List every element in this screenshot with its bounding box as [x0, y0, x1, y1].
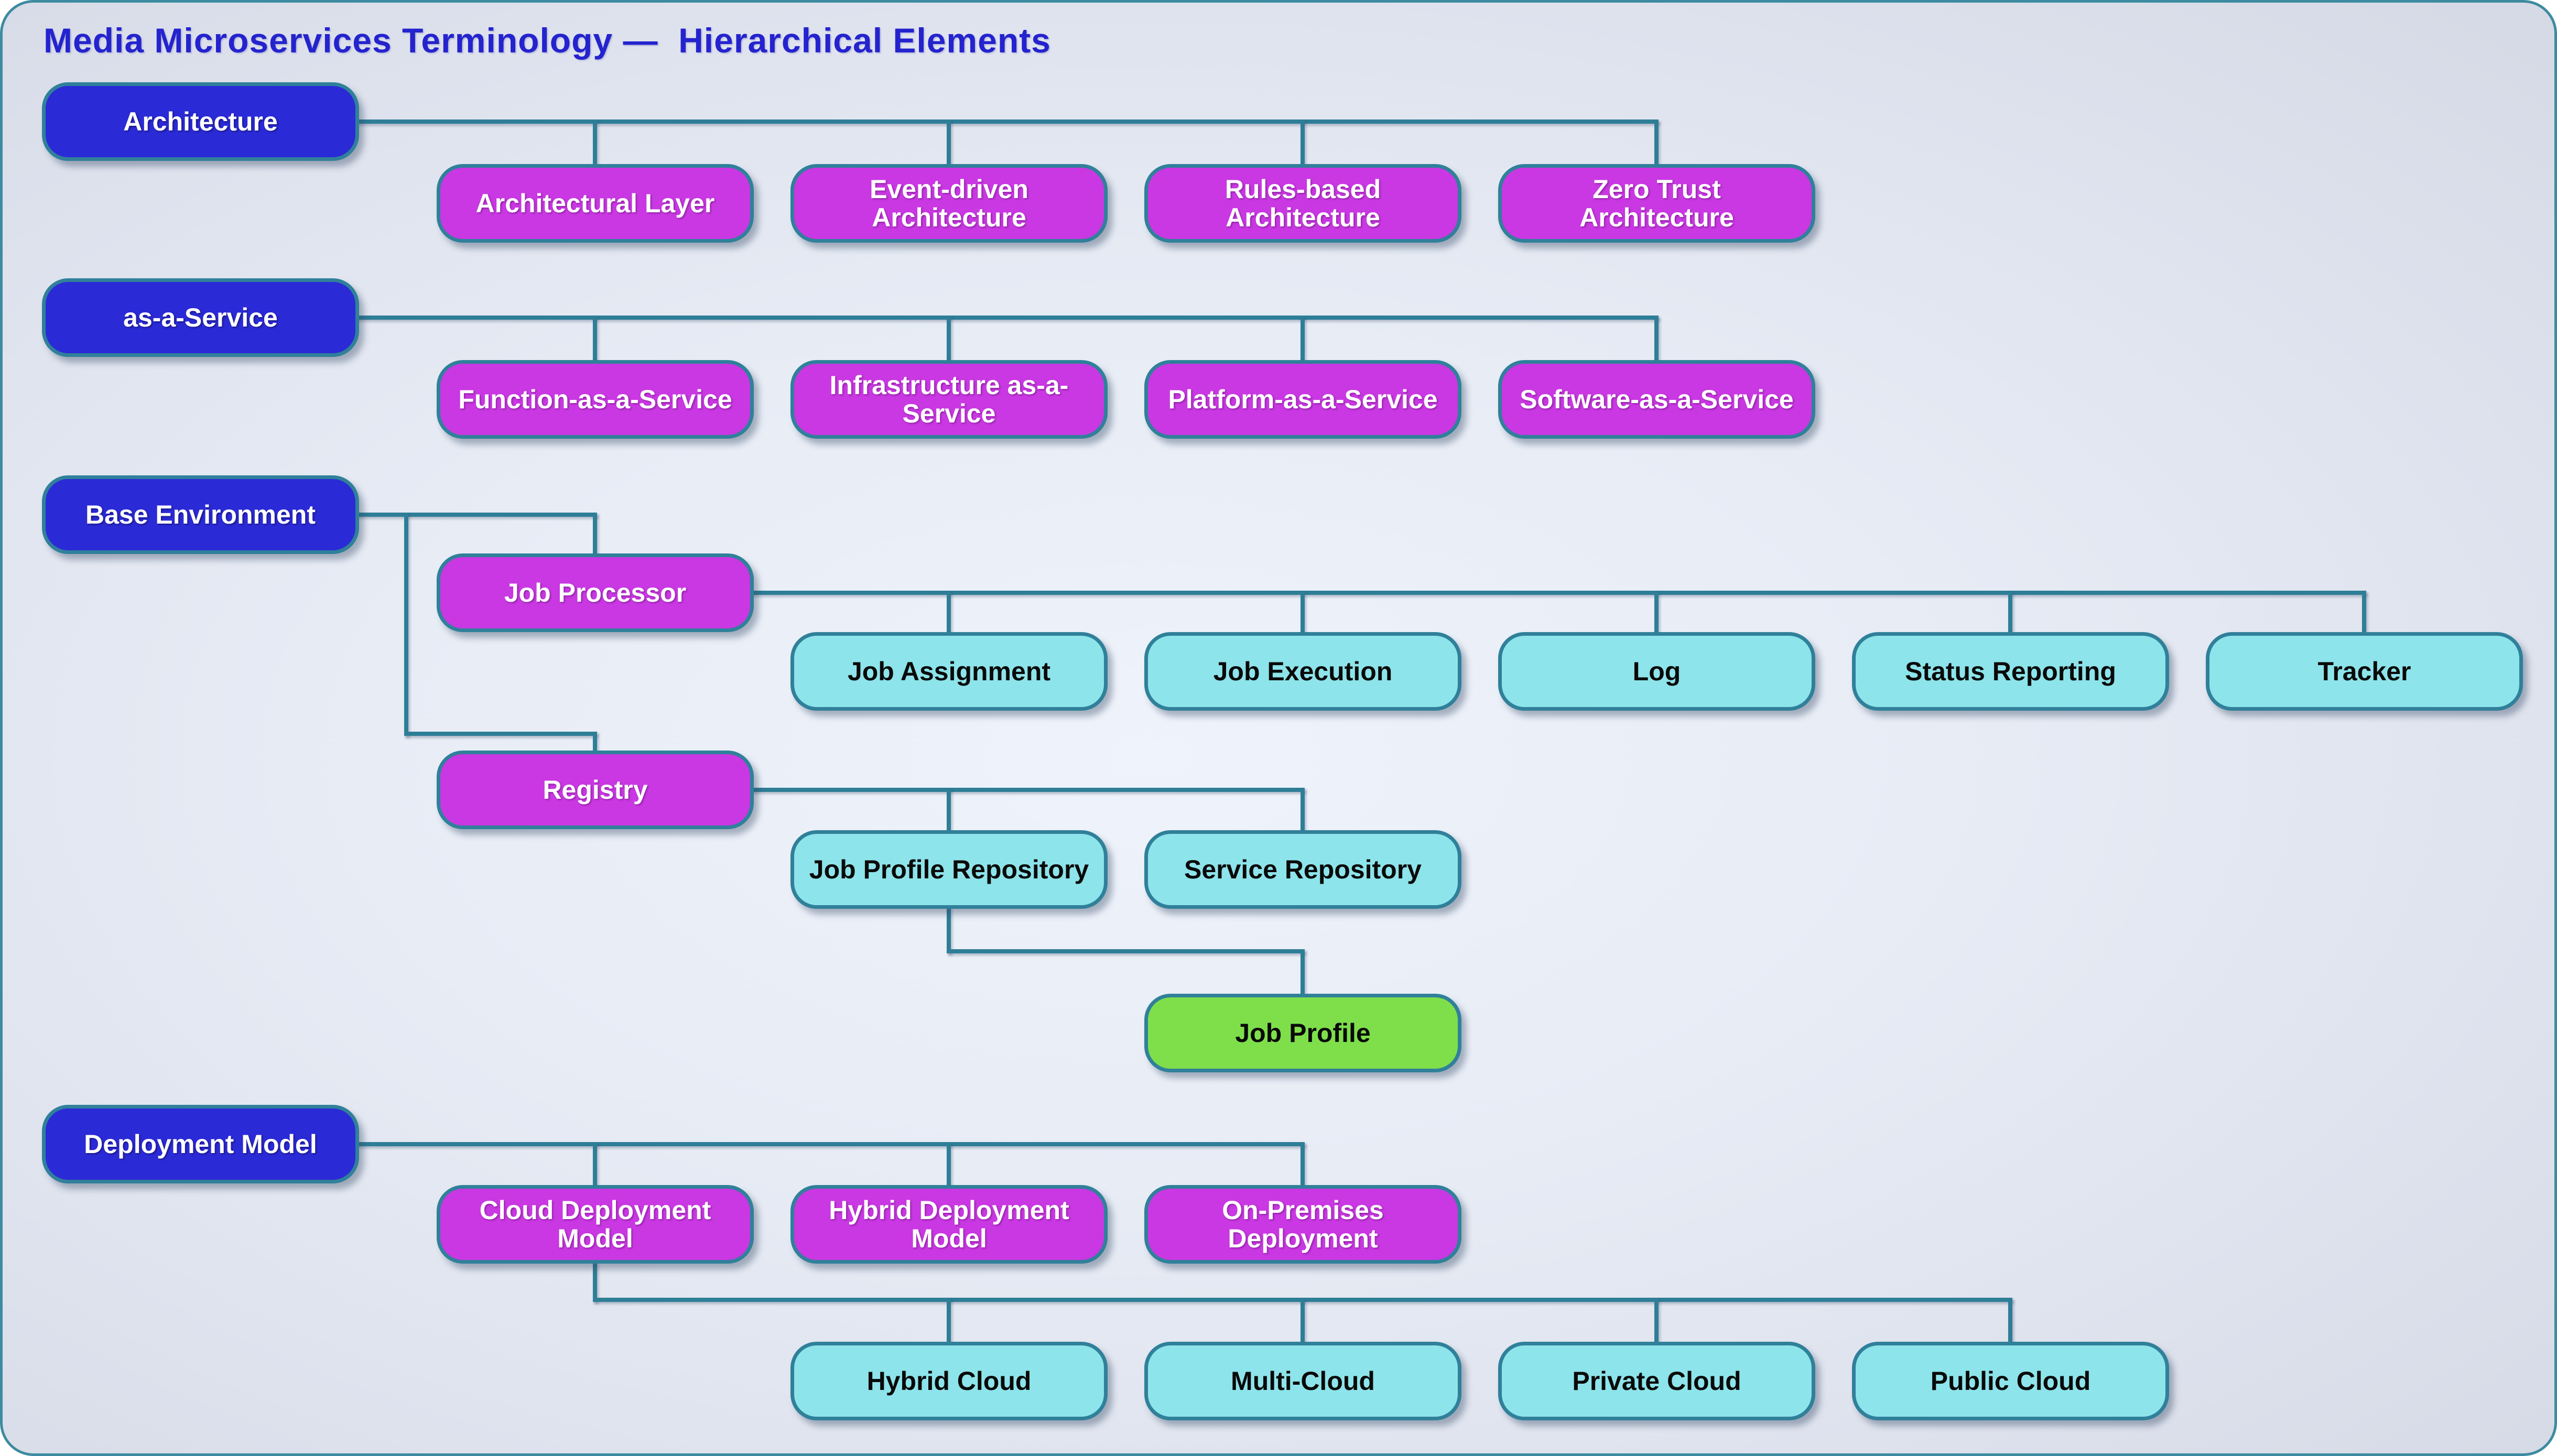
connector-segment — [947, 591, 951, 634]
connectors-layer — [3, 3, 2554, 1453]
node-deployment-model: Deployment Model — [42, 1105, 359, 1183]
node-architecture: Architecture — [42, 82, 359, 161]
connector-segment — [1654, 1298, 1659, 1344]
node-hybrid-deployment-model: Hybrid Deployment Model — [790, 1185, 1108, 1264]
connector-segment — [593, 119, 597, 166]
node-cloud-deployment-model: Cloud Deployment Model — [437, 1185, 754, 1264]
connector-segment — [750, 591, 2366, 595]
connector-segment — [947, 907, 951, 953]
connector-segment — [1301, 1298, 1305, 1344]
connector-segment — [354, 1142, 1305, 1146]
node-service-repository: Service Repository — [1144, 830, 1461, 909]
node-job-profile: Job Profile — [1144, 994, 1461, 1072]
connector-segment — [947, 788, 951, 832]
connector-segment — [2008, 1298, 2012, 1344]
connector-segment — [1654, 316, 1659, 362]
node-registry: Registry — [437, 751, 754, 829]
connector-segment — [947, 1298, 951, 1344]
connector-segment — [1301, 788, 1305, 832]
node-event-driven-architecture: Event-driven Architecture — [790, 164, 1108, 243]
node-architectural-layer: Architectural Layer — [437, 164, 754, 243]
connector-segment — [354, 316, 1659, 320]
connector-segment — [593, 1262, 597, 1302]
connector-segment — [1301, 1142, 1305, 1187]
node-status-reporting: Status Reporting — [1852, 632, 2169, 711]
connector-segment — [947, 949, 1305, 953]
connector-segment — [750, 788, 1305, 792]
connector-segment — [1654, 591, 1659, 634]
node-function-as-a-service: Function-as-a-Service — [437, 360, 754, 439]
connector-segment — [1301, 316, 1305, 362]
node-job-processor: Job Processor — [437, 553, 754, 632]
connector-segment — [593, 513, 597, 556]
node-software-as-a-service: Software-as-a-Service — [1498, 360, 1815, 439]
connector-segment — [2362, 591, 2366, 634]
connector-segment — [947, 119, 951, 166]
node-hybrid-cloud: Hybrid Cloud — [790, 1342, 1108, 1420]
connector-segment — [593, 316, 597, 362]
connector-segment — [354, 513, 597, 517]
connector-segment — [1301, 949, 1305, 996]
node-zero-trust-architecture: Zero Trust Architecture — [1498, 164, 1815, 243]
connector-segment — [1654, 119, 1659, 166]
connector-segment — [404, 732, 597, 736]
node-on-premises-deployment: On-Premises Deployment — [1144, 1185, 1461, 1264]
connector-segment — [1301, 119, 1305, 166]
node-infrastructure-as-a-service: Infrastructure as-a-Service — [790, 360, 1108, 439]
node-multi-cloud: Multi-Cloud — [1144, 1342, 1461, 1420]
diagram-title: Media Microservices Terminology — Hierar… — [44, 21, 1051, 60]
node-as-a-service: as-a-Service — [42, 278, 359, 357]
node-job-assignment: Job Assignment — [790, 632, 1108, 711]
connector-segment — [354, 119, 1659, 124]
connector-segment — [947, 316, 951, 362]
connector-segment — [593, 732, 597, 753]
node-job-profile-repository: Job Profile Repository — [790, 830, 1108, 909]
connector-segment — [1301, 591, 1305, 634]
node-rules-based-architecture: Rules-based Architecture — [1144, 164, 1461, 243]
node-public-cloud: Public Cloud — [1852, 1342, 2169, 1420]
connector-segment — [404, 513, 408, 736]
connector-segment — [947, 1142, 951, 1187]
node-private-cloud: Private Cloud — [1498, 1342, 1815, 1420]
node-base-environment: Base Environment — [42, 475, 359, 554]
node-job-execution: Job Execution — [1144, 632, 1461, 711]
node-tracker: Tracker — [2206, 632, 2523, 711]
connector-segment — [593, 1142, 597, 1187]
node-log: Log — [1498, 632, 1815, 711]
node-platform-as-a-service: Platform-as-a-Service — [1144, 360, 1461, 439]
connector-segment — [2008, 591, 2012, 634]
